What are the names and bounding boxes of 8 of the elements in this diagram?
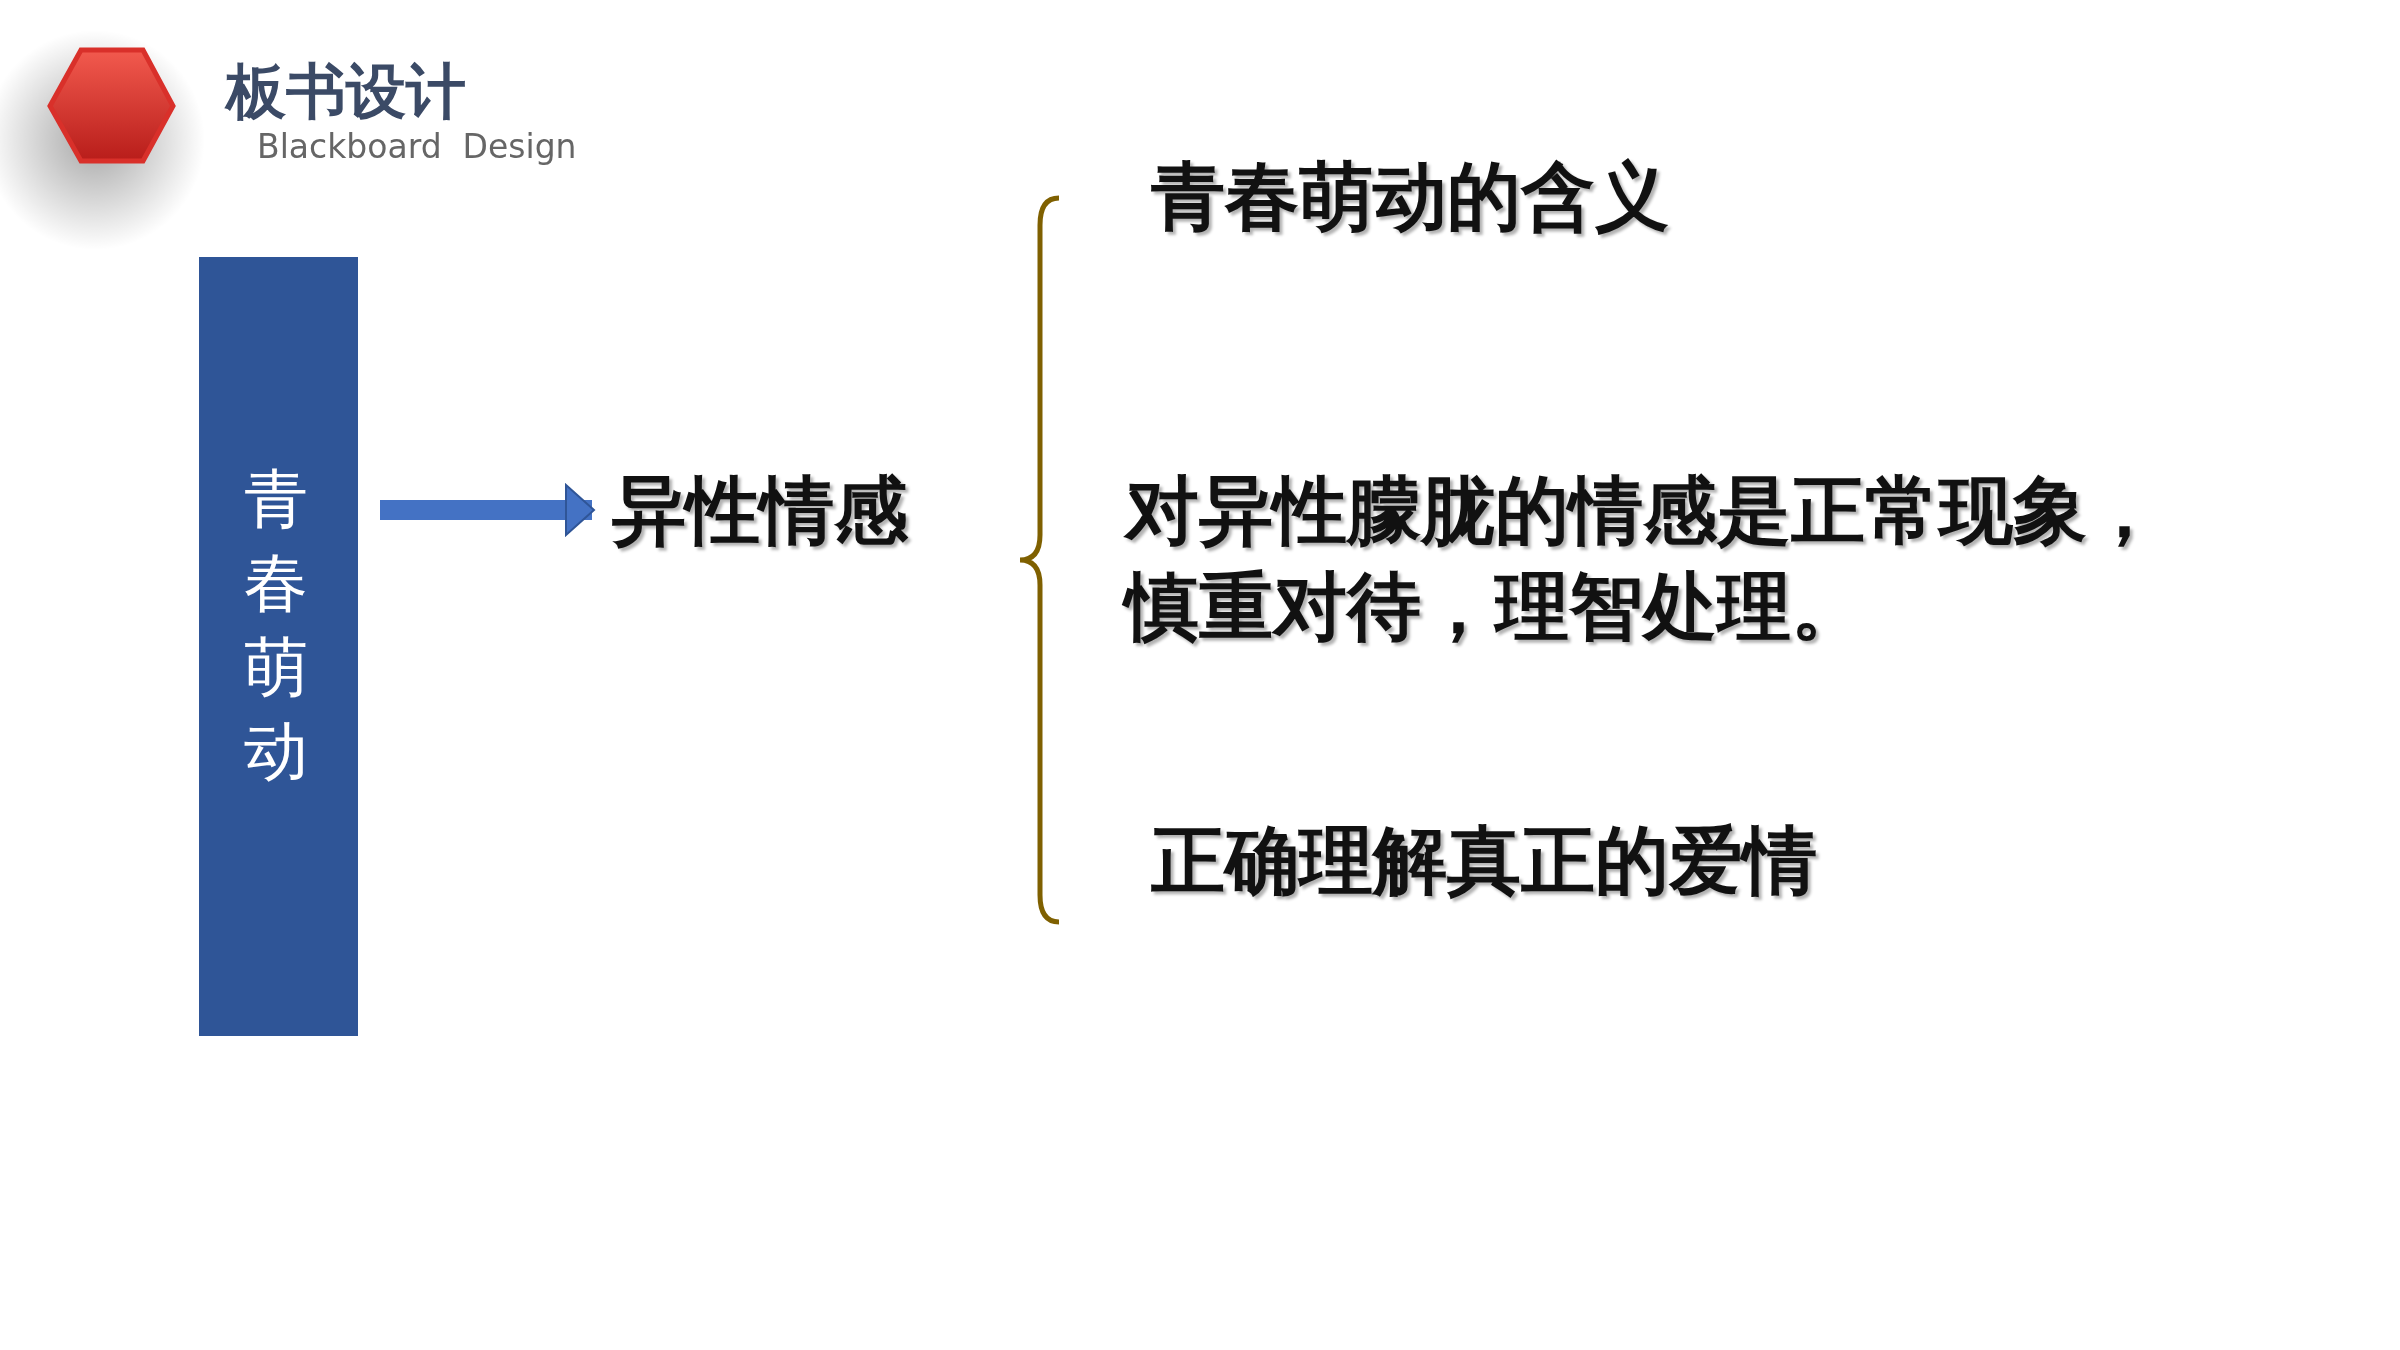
- box-text: 青春萌动: [243, 461, 309, 790]
- title: 板书设计: [226, 55, 466, 127]
- subtitle: Blackboard Design: [257, 126, 577, 168]
- arrow: [380, 484, 595, 536]
- vertical-box: [199, 257, 358, 1036]
- node-text: 异性情感: [612, 462, 908, 558]
- note-text: 正确理解真正的爱情: [1151, 816, 1817, 905]
- note-text: 青春萌动的含义: [1151, 152, 1669, 241]
